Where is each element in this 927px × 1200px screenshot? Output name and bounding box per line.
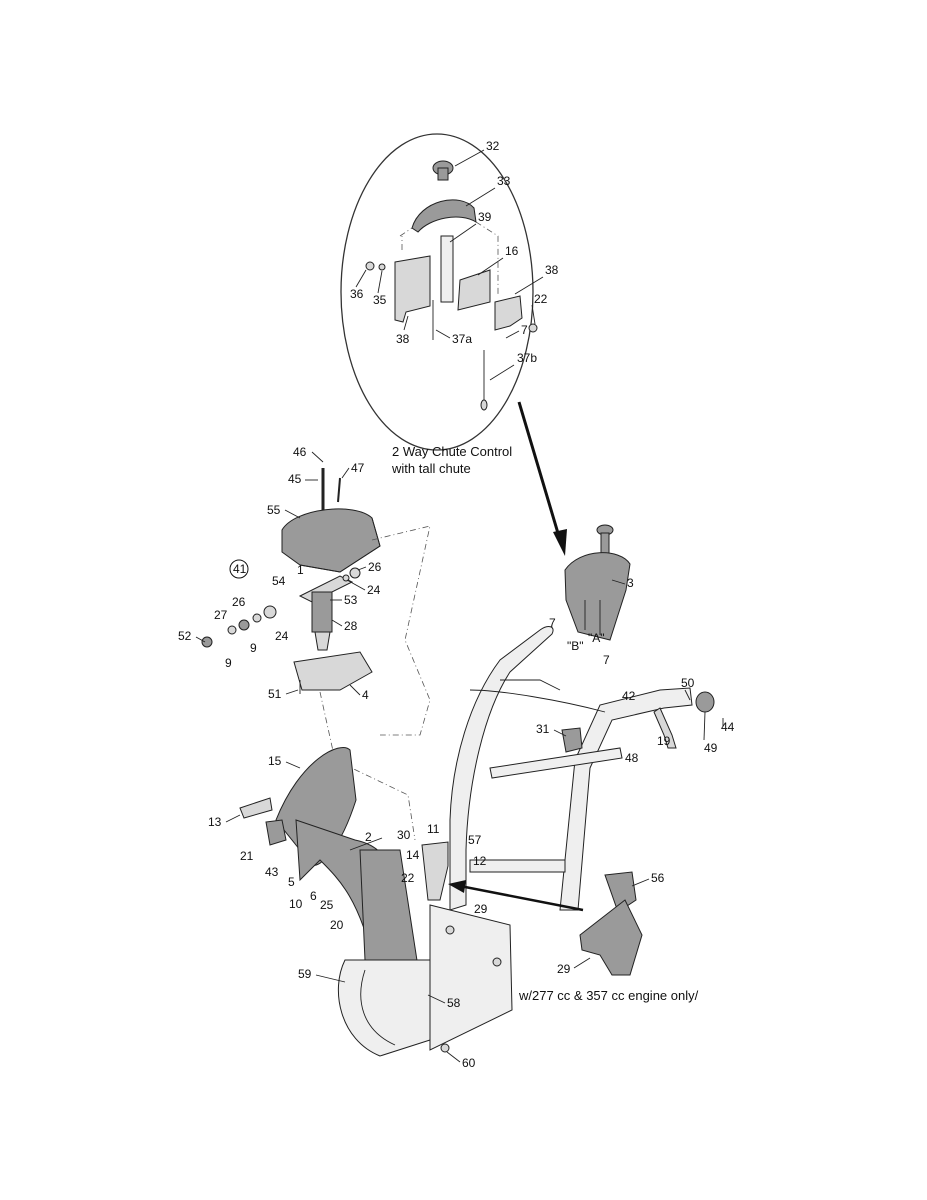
part-label: 24 bbox=[275, 629, 289, 643]
part-label: 47 bbox=[351, 461, 365, 475]
detail-inset bbox=[340, 133, 538, 451]
part-label: 37b bbox=[517, 351, 537, 365]
part-label: 7 bbox=[603, 653, 610, 667]
part-label: 7 bbox=[549, 616, 556, 630]
part-label: 2 bbox=[365, 830, 372, 844]
part-label: 15 bbox=[268, 754, 282, 768]
washer-part bbox=[378, 263, 386, 271]
part-label: 55 bbox=[267, 503, 281, 517]
part-label: 14 bbox=[406, 848, 420, 862]
part-label: 9 bbox=[225, 656, 232, 670]
auger-housing bbox=[338, 904, 513, 1057]
bracket-56-part bbox=[604, 871, 637, 913]
cable-a-marker: "A" bbox=[588, 631, 605, 645]
part-label: 51 bbox=[268, 687, 282, 701]
part-label: 29 bbox=[474, 902, 488, 916]
part-label: 11 bbox=[427, 822, 440, 836]
part-label: 45 bbox=[288, 472, 302, 486]
part-label: 7 bbox=[521, 323, 528, 337]
assembly-lines bbox=[399, 221, 499, 296]
chute-control-assembly: "B" "A" bbox=[564, 524, 631, 653]
part-label: 59 bbox=[298, 967, 312, 981]
part-label: 35 bbox=[373, 293, 387, 307]
part-label: 50 bbox=[681, 676, 695, 690]
part-label: 4 bbox=[362, 688, 369, 702]
part-label: 36 bbox=[350, 287, 364, 301]
part-label: 5 bbox=[288, 875, 295, 889]
part-label: 6 bbox=[310, 889, 317, 903]
bracket-left-part bbox=[394, 255, 431, 323]
plate-part bbox=[440, 235, 454, 303]
part-label: 13 bbox=[208, 815, 222, 829]
part-label: 60 bbox=[462, 1056, 476, 1070]
part-label: 16 bbox=[505, 244, 519, 258]
part-label: 38 bbox=[396, 332, 410, 346]
part-label: 43 bbox=[265, 865, 279, 879]
part-label: 31 bbox=[536, 722, 550, 736]
leader-lines bbox=[195, 149, 724, 1063]
part-label: 53 bbox=[344, 593, 358, 607]
part-label: 49 bbox=[704, 741, 718, 755]
part-label: 26 bbox=[368, 560, 382, 574]
part-label: 10 bbox=[289, 897, 303, 911]
part-label: 37a bbox=[452, 332, 472, 346]
part-label: 9 bbox=[250, 641, 257, 655]
part-label: 42 bbox=[622, 689, 636, 703]
part-label: 24 bbox=[367, 583, 381, 597]
handle-frame bbox=[449, 626, 715, 911]
part-label: 1 bbox=[297, 563, 304, 577]
part-label: 30 bbox=[397, 828, 411, 842]
part-labels: 32 33 39 16 38 22 36 35 38 37a 7 37b 46 … bbox=[178, 139, 735, 1070]
part-label: 58 bbox=[447, 996, 461, 1010]
part-label: 26 bbox=[232, 595, 246, 609]
part-label: 52 bbox=[178, 629, 192, 643]
part-label: 25 bbox=[320, 898, 334, 912]
part-label: 22 bbox=[534, 292, 548, 306]
part-label: 33 bbox=[497, 174, 511, 188]
gear-plate-part bbox=[457, 269, 491, 311]
part-label: 3 bbox=[627, 576, 634, 590]
part-label: 41 bbox=[233, 562, 247, 576]
part-label: 44 bbox=[721, 720, 735, 734]
cable-b-marker: "B" bbox=[567, 639, 584, 653]
part-label: 29 bbox=[557, 962, 571, 976]
part-label: 48 bbox=[625, 751, 639, 765]
part-label: 46 bbox=[293, 445, 307, 459]
part-label: 28 bbox=[344, 619, 358, 633]
engine-note: w/277 cc & 357 cc engine only/ bbox=[518, 988, 699, 1003]
part-label: 54 bbox=[272, 574, 286, 588]
part-label: 27 bbox=[214, 608, 228, 622]
nut-part bbox=[528, 323, 538, 333]
part-label: 20 bbox=[330, 918, 344, 932]
part-label: 57 bbox=[468, 833, 482, 847]
bracket-pointer-arrow bbox=[448, 880, 584, 912]
chute-head-assembly bbox=[201, 468, 431, 841]
part-label: 22 bbox=[401, 871, 415, 885]
handle-cover-part bbox=[411, 199, 477, 233]
chute-control-note-line1: 2 Way Chute Control bbox=[392, 444, 512, 459]
chute-control-note-line2: with tall chute bbox=[391, 461, 471, 476]
bracket-plate-part bbox=[579, 899, 643, 976]
detail-circle bbox=[340, 133, 534, 451]
part-label: 56 bbox=[651, 871, 665, 885]
part-label: 32 bbox=[486, 139, 500, 153]
part-label: 12 bbox=[473, 854, 487, 868]
bracket-right-part bbox=[494, 295, 523, 331]
knob-stem bbox=[437, 167, 449, 181]
bracket-57-part bbox=[421, 841, 449, 901]
part-label: 21 bbox=[240, 849, 254, 863]
cable-end bbox=[480, 399, 488, 411]
part-label: 19 bbox=[657, 734, 671, 748]
part-label: 39 bbox=[478, 210, 492, 224]
detail-pointer-arrow bbox=[517, 401, 567, 556]
screw-part bbox=[365, 261, 375, 271]
part-label: 38 bbox=[545, 263, 559, 277]
